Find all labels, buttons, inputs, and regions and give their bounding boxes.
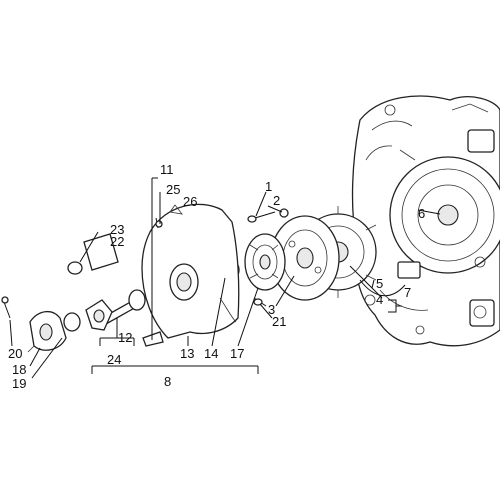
tube-sleeve	[67, 233, 119, 275]
label-25: 25	[166, 182, 180, 197]
screw-1-2	[247, 208, 289, 223]
label-19: 19	[12, 376, 26, 391]
label-14: 14	[204, 346, 218, 361]
screw-20	[1, 296, 11, 319]
bushing-ring	[63, 312, 81, 332]
label-6: 6	[418, 206, 425, 221]
engine-crankcase	[351, 95, 500, 347]
label-1: 1	[265, 179, 272, 194]
label-18: 18	[12, 362, 26, 377]
cooling-fan	[244, 233, 286, 291]
impeller-shaft	[85, 289, 146, 331]
label-7: 7	[404, 285, 411, 300]
drive-pulley	[27, 311, 67, 353]
label-11: 11	[160, 162, 174, 177]
label-24: 24	[107, 352, 121, 367]
label-20: 20	[8, 346, 22, 361]
label-5: 5	[376, 276, 383, 291]
leader-lines	[9, 177, 441, 379]
label-21: 21	[272, 314, 286, 329]
label-23: 23	[110, 222, 124, 237]
label-3: 3	[268, 302, 275, 317]
label-4: 4	[376, 292, 383, 307]
screw-21	[253, 297, 267, 307]
label-13: 13	[180, 346, 194, 361]
label-8: 8	[164, 374, 171, 389]
label-17: 17	[230, 346, 244, 361]
label-2: 2	[273, 193, 280, 208]
label-12: 12	[118, 330, 132, 345]
label-26: 26	[183, 194, 197, 209]
cover-clip	[142, 331, 164, 347]
fan-cover	[141, 203, 240, 339]
label-22: 22	[110, 234, 124, 249]
